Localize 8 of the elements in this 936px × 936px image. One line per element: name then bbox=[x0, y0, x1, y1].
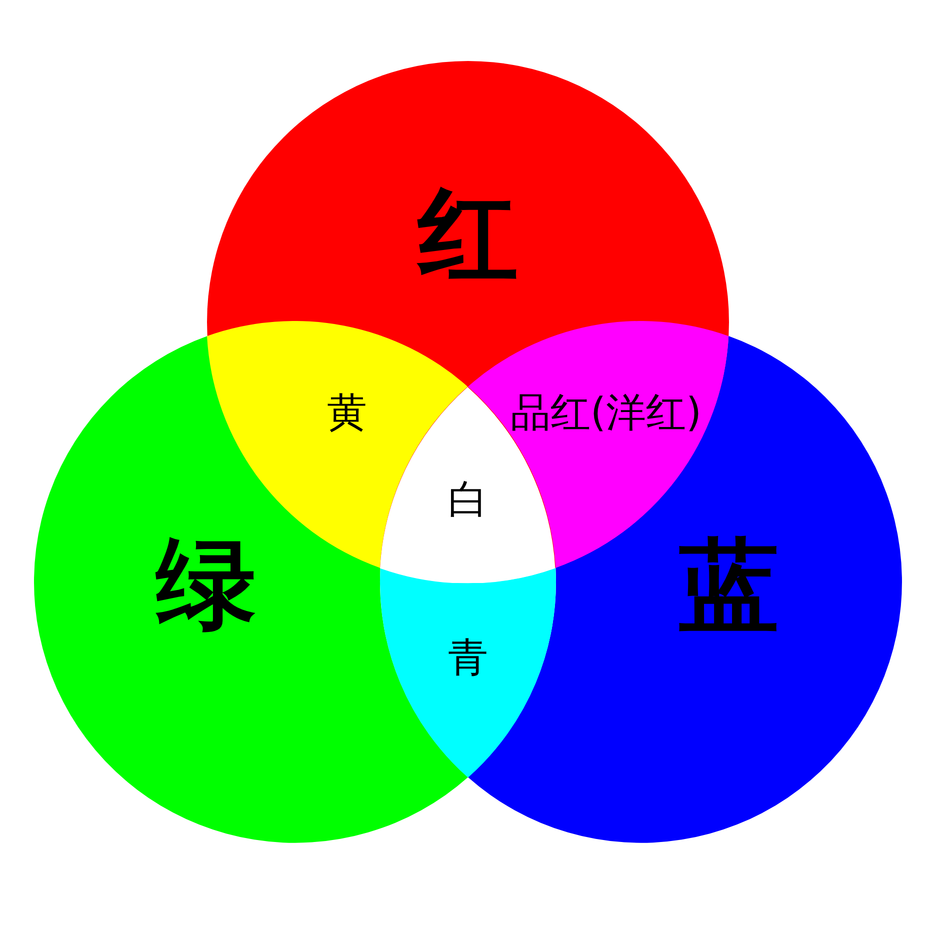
circle-label: 红 bbox=[418, 185, 518, 285]
overlap-region bbox=[380, 568, 556, 778]
region-label: 品红(洋红) bbox=[510, 392, 702, 433]
region-label: 黄 bbox=[326, 392, 367, 433]
circle-label: 蓝 bbox=[679, 536, 779, 636]
region-label: 青 bbox=[448, 638, 488, 678]
circle-label: 绿 bbox=[156, 534, 256, 634]
region-label: 白 bbox=[448, 480, 488, 520]
